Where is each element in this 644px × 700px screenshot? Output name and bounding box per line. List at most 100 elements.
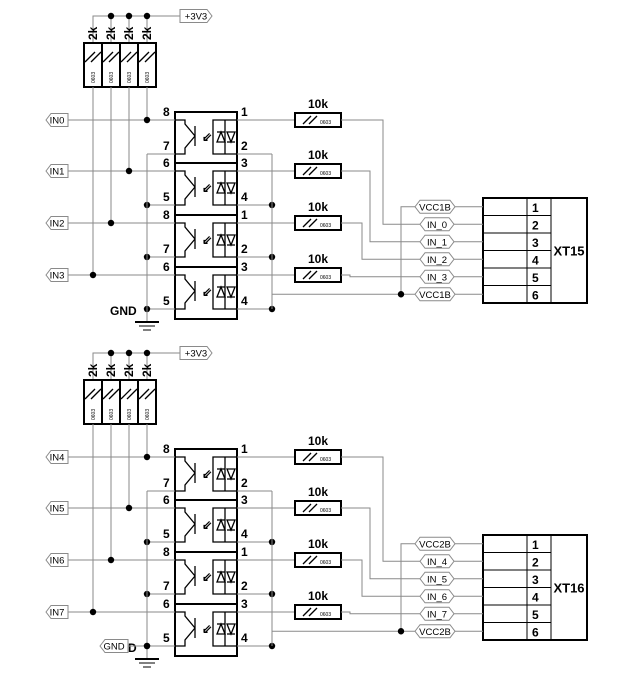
pin-number: 1 — [241, 105, 248, 119]
net-flag-in_7: IN_7 — [419, 606, 455, 621]
led-up-icon — [216, 181, 226, 194]
pin-number: 8 — [163, 442, 170, 456]
net-flag-icon — [419, 234, 455, 249]
resistor-mark — [302, 115, 312, 125]
junction-dot-icon — [125, 504, 133, 512]
led-up-icon — [216, 130, 226, 143]
light-arrows-icon: ⇙ — [202, 518, 212, 532]
net-flag-icon — [179, 9, 213, 23]
pin-number: 4 — [241, 190, 248, 204]
input-flag-in6: IN6 — [45, 553, 69, 567]
pin-number: 1 — [241, 545, 248, 559]
net-flag-icon — [414, 536, 456, 551]
pullup-value: 2k — [86, 26, 100, 40]
led-down-icon — [226, 571, 236, 584]
resistor-mark — [302, 218, 312, 228]
pin-number: 4 — [241, 294, 248, 308]
series-resistor-icon — [294, 163, 342, 179]
light-arrows-icon: ⇙ — [202, 570, 212, 584]
net-label: IN_4 — [427, 557, 447, 568]
led-up-icon — [216, 518, 226, 531]
junction-dot-icon — [125, 349, 133, 357]
input-flag-in0: IN0 — [45, 113, 69, 127]
net-flag-icon — [45, 553, 69, 567]
net-label: VCC2B — [419, 539, 451, 550]
resistor-mark — [302, 166, 312, 176]
net-flag-icon — [45, 216, 69, 230]
transistor-emitter — [175, 238, 196, 258]
signal-route — [341, 119, 420, 225]
pin-number: 2 — [241, 476, 248, 490]
resistor-package: 0603 — [320, 120, 331, 126]
pin-number: 4 — [241, 527, 248, 541]
net-flag-icon — [45, 605, 69, 619]
pin-number: 2 — [241, 139, 248, 153]
series-resistor-icon — [294, 267, 342, 283]
resistor-mark — [308, 115, 318, 125]
led-down-icon — [226, 131, 236, 144]
net-label: IN_6 — [427, 592, 447, 603]
resistor-value: 10k — [308, 200, 328, 214]
pin-number: 6 — [163, 597, 170, 611]
net-label: IN5 — [50, 504, 65, 515]
connector-pin-number: 2 — [532, 555, 539, 569]
pin-number: 7 — [163, 476, 170, 490]
resistor-mark — [120, 388, 132, 400]
junction-dot-icon — [125, 12, 133, 20]
junction-dot-icon — [143, 642, 151, 650]
net-flag-icon — [179, 346, 213, 360]
supply-flag: +3V3 — [179, 346, 213, 360]
net-flag-in_0: IN_0 — [419, 217, 455, 232]
resistor-mark — [308, 503, 318, 513]
series-resistor-icon — [294, 604, 342, 620]
pullup-value: 2k — [86, 363, 100, 377]
series-resistor-icon — [294, 552, 342, 568]
light-arrows-icon: ⇙ — [202, 285, 212, 299]
resistor-package: 0603 — [320, 560, 331, 566]
junction-dot-icon — [143, 116, 151, 124]
net-flag-in_4: IN_4 — [419, 554, 455, 569]
resistor-mark — [308, 452, 318, 462]
transistor-emitter — [175, 290, 196, 310]
junction-dot-icon — [397, 291, 405, 298]
resistor-value: 10k — [308, 589, 328, 603]
pin-number: 5 — [163, 527, 170, 541]
input-flag-in3: IN3 — [45, 268, 69, 282]
transistor-collector — [175, 222, 196, 240]
junction-dot-icon — [143, 453, 151, 461]
transistor-collector — [175, 170, 196, 188]
input-flag-in2: IN2 — [45, 216, 69, 230]
led-down-icon — [226, 623, 236, 636]
resistor-package: 0603 — [320, 508, 331, 514]
ground-label: GND — [110, 304, 137, 318]
resistor-value: 10k — [308, 148, 328, 162]
net-flag-in_6: IN_6 — [419, 589, 455, 604]
pin-number: 4 — [241, 631, 248, 645]
junction-dot-icon — [107, 12, 115, 20]
resistor-mark — [126, 388, 138, 400]
junction-dot-icon — [143, 12, 151, 20]
resistor-mark — [120, 51, 132, 63]
net-label: IN_2 — [427, 255, 447, 266]
net-flag-icon — [419, 217, 455, 232]
net-flag-in_5: IN_5 — [419, 571, 455, 586]
signal-route — [341, 611, 420, 615]
pullup-value: 2k — [122, 363, 136, 377]
net-flag-icon — [419, 589, 455, 604]
signal-route — [341, 274, 420, 278]
series-resistor-icon — [294, 500, 342, 516]
net-flag-icon — [99, 639, 129, 653]
net-flag-icon — [419, 252, 455, 267]
net-flag-icon — [45, 164, 69, 178]
resistor-mark — [144, 388, 156, 400]
resistor-mark — [90, 51, 102, 63]
net-flag-icon — [419, 571, 455, 586]
pullup-package: 0603 — [145, 72, 151, 83]
junction-dot-icon — [89, 271, 97, 279]
led-up-icon — [216, 622, 226, 635]
resistor-value: 10k — [308, 434, 328, 448]
optocoupler-icon — [174, 603, 238, 657]
net-label: IN_3 — [427, 272, 447, 283]
transistor-emitter — [175, 472, 196, 492]
pin-number: 2 — [241, 579, 248, 593]
